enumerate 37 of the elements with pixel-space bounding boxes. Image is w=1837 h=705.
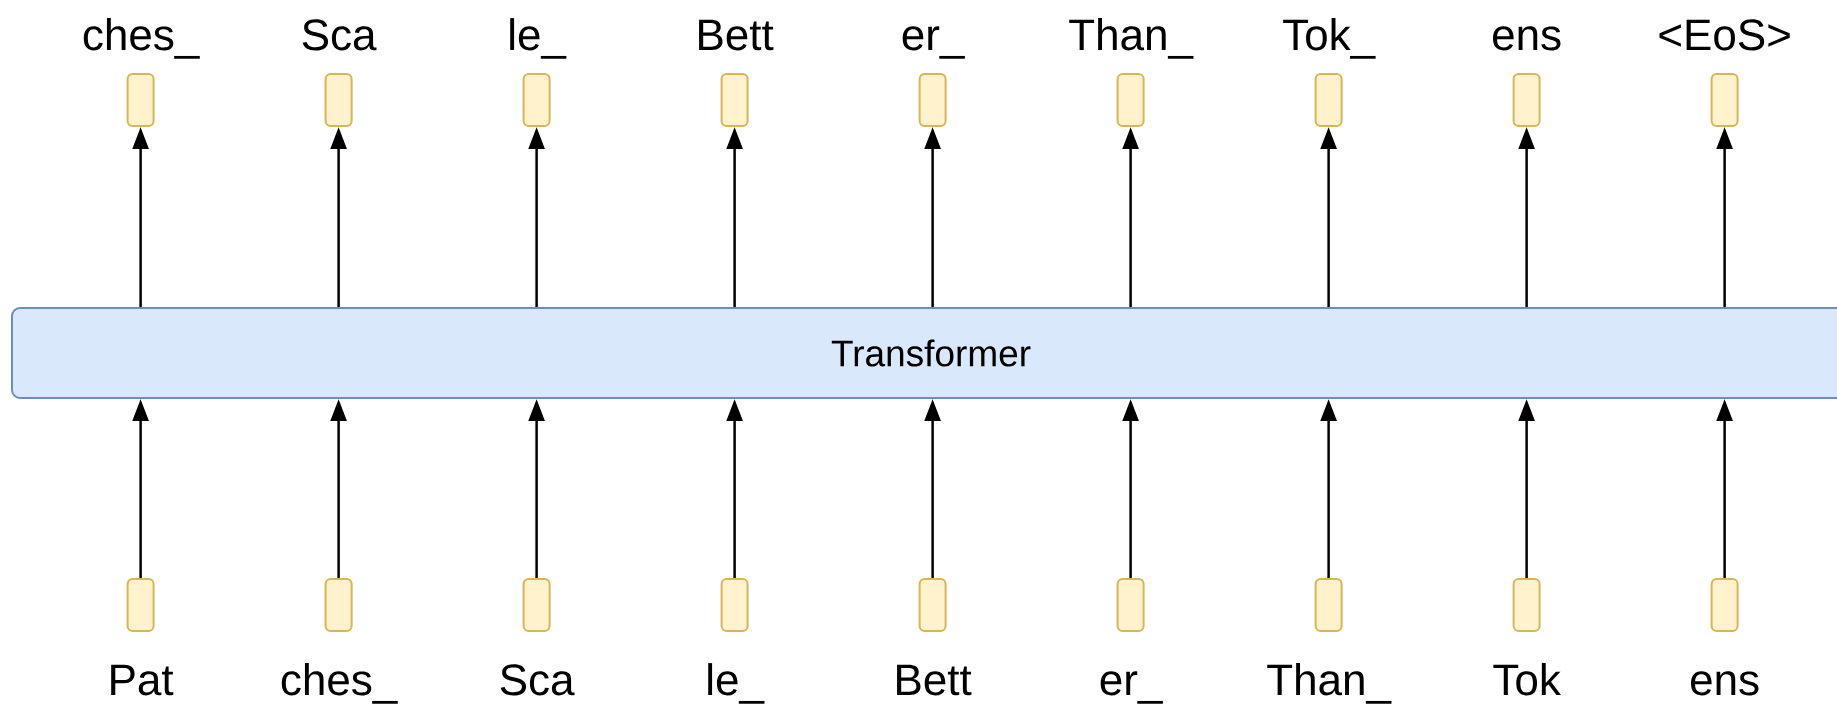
node-label: Sca: [302, 19, 377, 51]
token-box: er_: [1100, 578, 1163, 704]
node-label: ens: [1691, 671, 1759, 696]
node-label: le_: [708, 663, 765, 704]
token-box: <EoS>: [1659, 19, 1790, 127]
node-label: ches_: [281, 663, 398, 704]
token-box: ens: [1493, 26, 1561, 127]
token-box: Tok_: [1283, 18, 1376, 127]
node-label: le_: [510, 18, 567, 59]
token-box: er_: [902, 26, 965, 127]
node-label: <EoS>: [1659, 19, 1790, 51]
token-box: ches_: [83, 18, 200, 127]
node-label: Sca: [500, 664, 575, 696]
token-box: Than_: [1069, 18, 1194, 127]
token-box: le_: [510, 18, 567, 127]
token-box: Than_: [1267, 578, 1392, 704]
token-box: Sca: [302, 19, 377, 127]
node-label: er_: [1100, 671, 1163, 704]
node-label: Than_: [1267, 663, 1392, 704]
node-label: Tok: [1493, 663, 1561, 696]
token-box: Bett: [699, 19, 774, 127]
token-box: Tok: [1493, 578, 1561, 696]
transformer-box: Transformer: [11, 307, 1837, 399]
token-box: Pat: [111, 578, 174, 696]
token-box: ches_: [281, 578, 398, 704]
node-label: Bett: [699, 19, 774, 51]
node-label: ches_: [83, 18, 200, 59]
token-box: Bett: [897, 578, 972, 696]
node-label: er_: [902, 26, 965, 59]
node-label: Bett: [897, 664, 972, 696]
node-label: Pat: [111, 664, 174, 696]
node-label: Tok_: [1283, 18, 1376, 59]
token-box: le_: [708, 578, 765, 704]
token-box: Sca: [500, 578, 575, 696]
token-box: ens: [1691, 578, 1759, 696]
node-label: Than_: [1069, 18, 1194, 59]
node-label: ens: [1493, 26, 1561, 51]
